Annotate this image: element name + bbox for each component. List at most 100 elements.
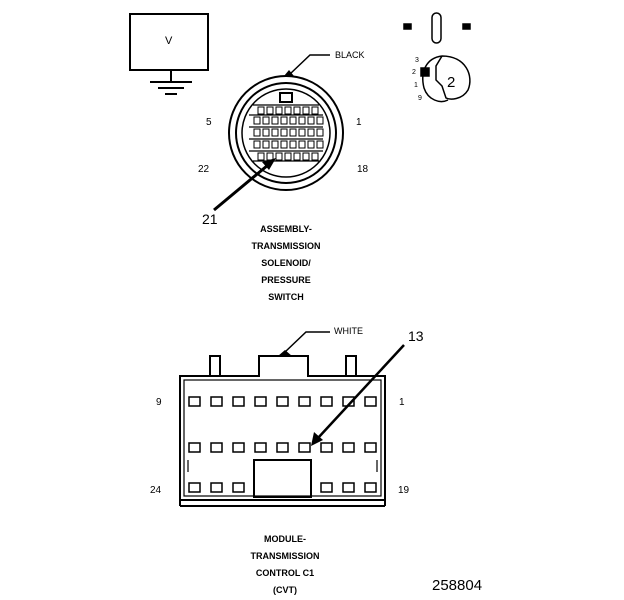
white-key-marker xyxy=(278,350,292,356)
inset-callout-2: 2 xyxy=(447,74,456,91)
solenoid-cavity xyxy=(275,106,283,115)
module-pin-cavity xyxy=(254,442,267,453)
module-pin-cavity xyxy=(276,442,289,453)
solenoid-cavity xyxy=(316,128,324,137)
figure-number: 258804 xyxy=(432,577,483,594)
solenoid-connector-face xyxy=(228,75,344,191)
module-title-line-2: TRANSMISSION xyxy=(250,551,320,561)
module-pin-1: 1 xyxy=(399,397,405,408)
inset-pin-3: 3 xyxy=(415,57,419,64)
callout-13-arrow-line xyxy=(317,344,405,439)
module-pin-cavity xyxy=(188,396,201,407)
solenoid-cavity xyxy=(307,116,315,125)
solenoid-cavity xyxy=(253,140,261,149)
solenoid-title-line-1: ASSEMBLY- xyxy=(260,224,312,234)
module-pin-9: 9 xyxy=(156,397,162,408)
solenoid-title-line-5: SWITCH xyxy=(268,292,304,302)
callout-21-arrowhead xyxy=(262,158,276,170)
solenoid-cavity xyxy=(284,106,292,115)
black-key-marker xyxy=(284,70,294,76)
solenoid-cavity xyxy=(302,152,310,161)
callout-13: 13 xyxy=(408,328,424,344)
inset-pin-1: 1 xyxy=(414,82,418,89)
solenoid-cavity xyxy=(262,128,270,137)
solenoid-pin-1: 1 xyxy=(356,117,362,128)
callout-13-arrowhead xyxy=(311,432,323,446)
module-pin-cavity xyxy=(232,442,245,453)
module-pin-cavity xyxy=(342,482,355,493)
solenoid-cavity xyxy=(307,128,315,137)
solenoid-cavity xyxy=(316,140,324,149)
solenoid-cavity xyxy=(298,140,306,149)
solenoid-title-line-3: SOLENOID/ xyxy=(261,258,311,268)
module-pin-grid xyxy=(188,396,377,493)
solenoid-cavity xyxy=(271,140,279,149)
solenoid-pin-5: 5 xyxy=(206,117,212,128)
module-connector-body xyxy=(179,355,386,507)
module-pin-24: 24 xyxy=(150,485,162,496)
solenoid-cavity xyxy=(262,140,270,149)
module-pin-cavity xyxy=(276,396,289,407)
module-pin-cavity xyxy=(320,482,333,493)
solenoid-cavity xyxy=(275,152,283,161)
module-pin-cavity xyxy=(254,396,267,407)
solenoid-cavity xyxy=(316,116,324,125)
module-pin-cavity xyxy=(364,482,377,493)
solenoid-cavity xyxy=(253,116,261,125)
solenoid-pin-22: 22 xyxy=(198,164,210,175)
solenoid-cavity xyxy=(307,140,315,149)
module-pin-cavity xyxy=(188,442,201,453)
solenoid-cavity xyxy=(280,128,288,137)
module-title: MODULE- TRANSMISSION CONTROL C1 (CVT) xyxy=(215,531,355,599)
solenoid-cavity xyxy=(271,116,279,125)
voltmeter-label: V xyxy=(165,35,173,47)
solenoid-cavity xyxy=(298,128,306,137)
module-pin-cavity xyxy=(188,482,201,493)
module-pin-cavity xyxy=(210,442,223,453)
solenoid-cavity xyxy=(284,152,292,161)
module-pin-cavity xyxy=(298,442,311,453)
module-title-line-3: CONTROL C1 xyxy=(255,568,315,578)
module-pin-cavity xyxy=(210,396,223,407)
module-pin-cavity xyxy=(298,396,311,407)
module-pin-cavity xyxy=(232,396,245,407)
solenoid-cavity xyxy=(293,106,301,115)
solenoid-pin-18: 18 xyxy=(357,164,369,175)
inset-pin-9: 9 xyxy=(418,95,422,102)
solenoid-cavity xyxy=(262,116,270,125)
module-pin-cavity xyxy=(342,442,355,453)
solenoid-title-line-4: PRESSURE xyxy=(261,275,311,285)
solenoid-cavity xyxy=(271,128,279,137)
voltmeter-symbol xyxy=(129,13,209,95)
solenoid-cavity xyxy=(298,116,306,125)
solenoid-cavity xyxy=(280,116,288,125)
callout-21-arrow-line xyxy=(213,163,269,212)
module-pin-cavity xyxy=(232,482,245,493)
module-pin-cavity xyxy=(320,396,333,407)
inset-pin-2: 2 xyxy=(412,69,416,76)
solenoid-cavity xyxy=(257,152,265,161)
solenoid-cavity xyxy=(257,106,265,115)
solenoid-cavity xyxy=(289,128,297,137)
solenoid-cavity xyxy=(302,106,310,115)
solenoid-cavity xyxy=(280,140,288,149)
solenoid-cavity xyxy=(266,152,274,161)
black-color-label: BLACK xyxy=(335,50,365,60)
solenoid-pin-grid xyxy=(253,106,324,161)
module-title-line-1: MODULE- xyxy=(264,534,306,544)
probe-inset-icon xyxy=(403,12,471,103)
solenoid-cavity xyxy=(266,106,274,115)
module-title-line-4: (CVT) xyxy=(273,585,297,595)
solenoid-cavity xyxy=(289,140,297,149)
solenoid-title-line-2: TRANSMISSION xyxy=(251,241,321,251)
solenoid-cavity xyxy=(311,106,319,115)
solenoid-cavity xyxy=(253,128,261,137)
black-leader-line xyxy=(289,54,330,75)
module-pin-cavity xyxy=(320,442,333,453)
solenoid-title: ASSEMBLY- TRANSMISSION SOLENOID/ PRESSUR… xyxy=(216,221,356,306)
module-pin-cavity xyxy=(210,482,223,493)
solenoid-cavity xyxy=(289,116,297,125)
callout-21: 21 xyxy=(202,211,218,227)
solenoid-cavity xyxy=(311,152,319,161)
